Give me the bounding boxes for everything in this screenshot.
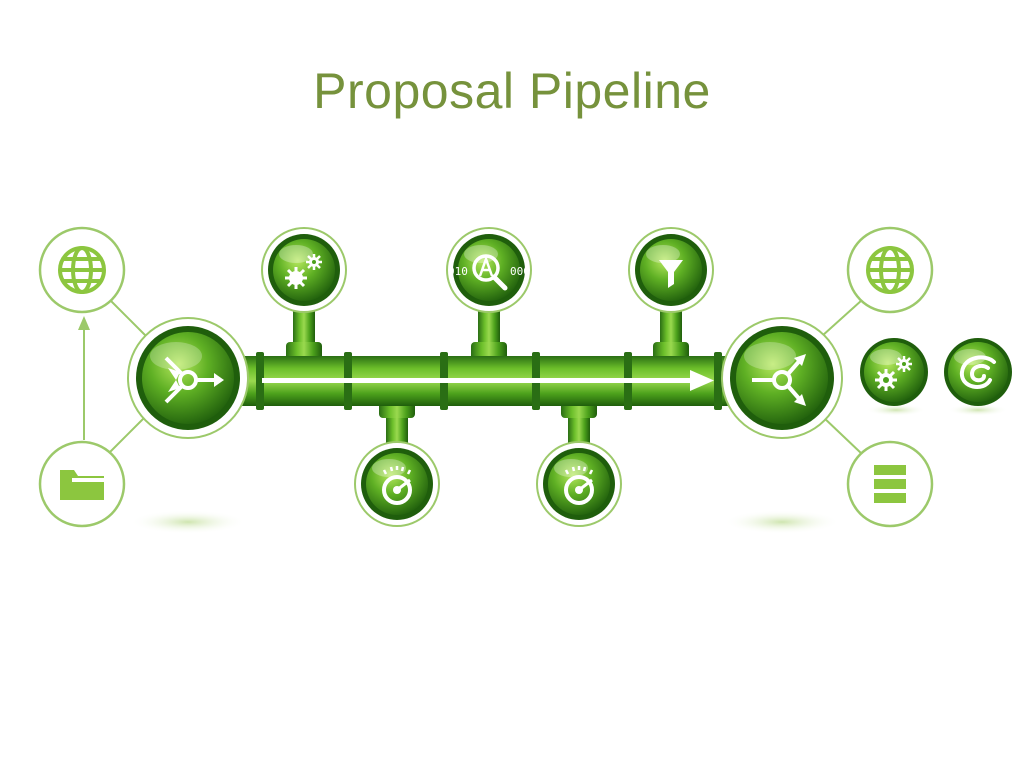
input-hub-icon <box>164 356 218 404</box>
ball-shadow <box>948 404 1008 416</box>
folder-icon <box>60 470 104 500</box>
hub-shadow <box>724 510 840 534</box>
swirl-ball <box>944 338 1012 406</box>
arrow-up-icon <box>78 316 90 330</box>
search-letter-icon <box>472 254 508 291</box>
output-hub <box>721 317 843 439</box>
hub-shadow <box>130 510 246 534</box>
binary-text-left: 010 <box>448 265 468 278</box>
filter-icon <box>659 260 683 288</box>
page-title: Proposal Pipeline <box>313 63 711 119</box>
globe-node-left <box>38 226 126 314</box>
left-connectors <box>83 299 149 453</box>
globe-icon <box>866 246 914 294</box>
right-connectors <box>821 299 863 455</box>
gears-ball <box>860 338 928 406</box>
gears-node <box>261 227 347 313</box>
swirl-icon <box>959 355 996 389</box>
search-node: 010 000 <box>446 227 532 313</box>
gears-icon <box>875 356 912 391</box>
ball-shadow <box>866 404 926 416</box>
gauge-node-right <box>536 441 622 527</box>
globe-node-right <box>846 226 934 314</box>
filter-node <box>628 227 714 313</box>
gauge-icon <box>564 466 594 505</box>
gauge-node-left <box>354 441 440 527</box>
globe-icon <box>58 246 106 294</box>
gauge-icon <box>382 466 412 505</box>
list-icon <box>874 465 906 503</box>
gears-icon <box>285 254 322 289</box>
input-hub <box>127 317 249 439</box>
list-node <box>846 440 934 528</box>
binary-text-right: 000 <box>510 265 530 278</box>
flow-arrow-icon <box>262 370 714 391</box>
folder-node <box>38 440 126 528</box>
